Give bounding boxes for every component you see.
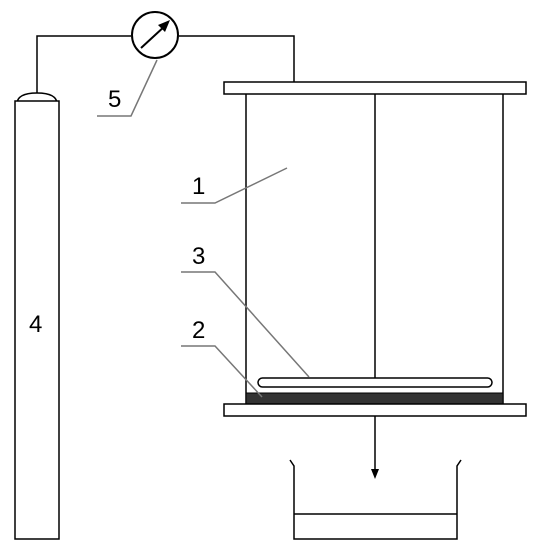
gas-line-to-vessel — [179, 35, 295, 82]
leader-2 — [181, 345, 263, 398]
leader-5 — [97, 59, 158, 117]
pressure-gauge-icon — [131, 11, 179, 59]
vessel-top-plate — [223, 81, 527, 95]
label-vessel: 1 — [192, 173, 205, 200]
filter-layer — [245, 392, 504, 405]
outlet-arrow-icon — [371, 469, 379, 479]
gas-line — [36, 35, 131, 94]
leader-1 — [181, 167, 288, 204]
collection-tray — [289, 459, 462, 540]
label-pressure-gauge: 5 — [108, 86, 121, 113]
perforated-tube — [257, 377, 493, 388]
label-perforated-tube: 3 — [192, 243, 205, 270]
vessel-bottom-plate — [223, 403, 527, 417]
gas-cylinder — [14, 92, 60, 540]
label-filter-layer: 2 — [192, 317, 205, 344]
label-gas-cylinder: 4 — [29, 311, 42, 338]
leader-3 — [181, 271, 310, 378]
